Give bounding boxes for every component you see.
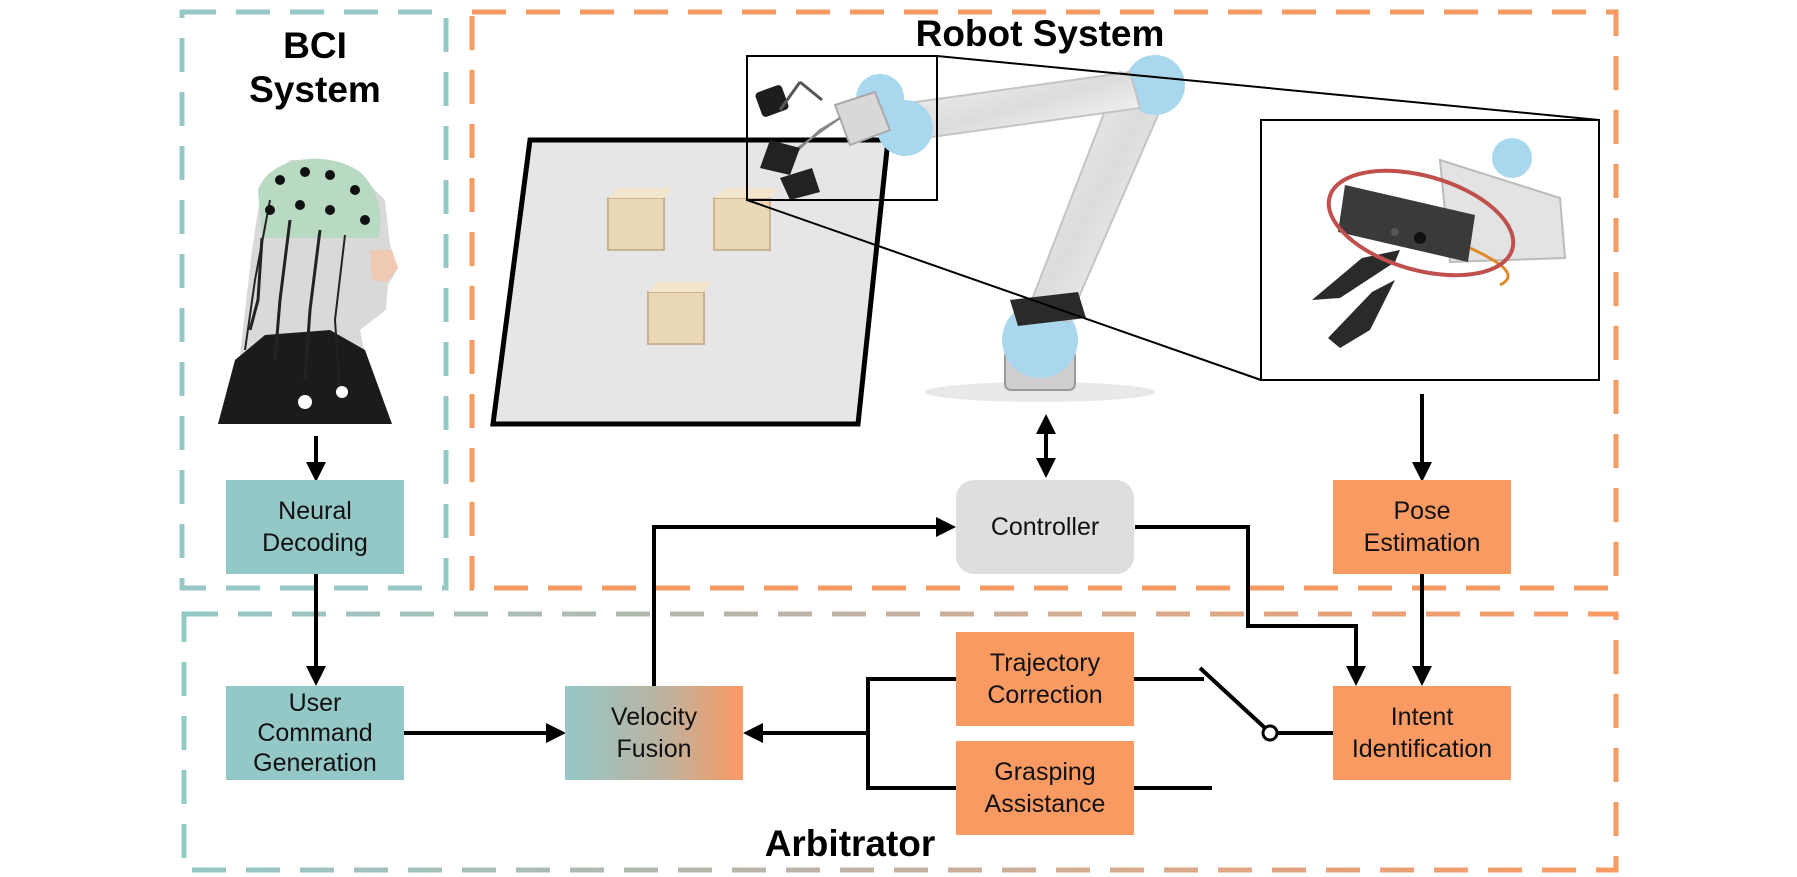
eeg-cap-user-icon xyxy=(218,158,398,424)
edge-assist-bracket xyxy=(866,677,956,790)
trajectory-correction-node: Trajectory Correction xyxy=(956,632,1134,726)
edge-controller-to-intent xyxy=(1135,525,1366,686)
bci-system-title: BCI System xyxy=(249,25,381,110)
grasping-assistance-node: Grasping Assistance xyxy=(956,741,1134,835)
controller-node: Controller xyxy=(956,480,1134,574)
pose-estimation-node: Pose Estimation xyxy=(1333,480,1511,574)
arbitrator-title: Arbitrator xyxy=(764,823,936,864)
zoom-region-box xyxy=(746,55,938,201)
arbitrator-border xyxy=(181,611,1619,873)
velocity-fusion-node: Velocity Fusion xyxy=(565,686,743,780)
zoom-line-top xyxy=(936,55,1600,121)
edge-fusion-to-controller xyxy=(652,517,956,688)
intent-identification-node: Intent Identification xyxy=(1333,686,1511,780)
user-command-generation-node: User Command Generation xyxy=(226,686,404,780)
switch-pivot xyxy=(1261,724,1279,742)
wrist-camera-gripper-icon xyxy=(1312,138,1567,348)
robot-system-border xyxy=(469,9,1619,591)
workspace-table-with-cubes-icon xyxy=(490,137,891,427)
robot-system-title: Robot System xyxy=(915,13,1165,54)
camera-highlight-ellipse xyxy=(1326,168,1516,278)
zoom-line-bottom xyxy=(746,199,1262,381)
switch-lever xyxy=(1198,666,1267,730)
robot-arm-icon xyxy=(755,55,1185,402)
neural-decoding-node: Neural Decoding xyxy=(226,480,404,574)
